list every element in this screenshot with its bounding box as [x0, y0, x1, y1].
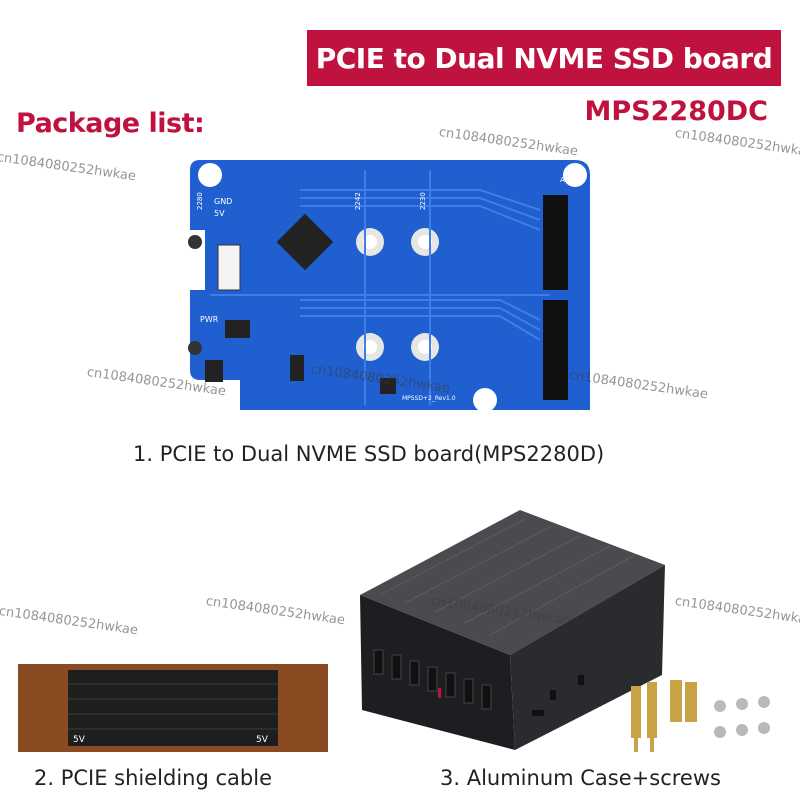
silk-version: MPSSD+2_Rev1.0 [402, 395, 456, 402]
item-caption-cable: 2. PCIE shielding cable [34, 766, 272, 790]
ssd-board-image: GND 5V PWR ACT 2280 2242 2230 MPSSD+2_Re… [188, 160, 590, 412]
silk-2242: 2242 [354, 192, 362, 210]
watermark: cn1084080252hwkae [204, 594, 346, 629]
cable-label-right: 5V [256, 735, 269, 745]
silk-gnd: GND [214, 197, 232, 206]
aluminum-case-image [360, 510, 665, 750]
silk-2280: 2280 [196, 192, 204, 210]
item-caption-case: 3. Aluminum Case+screws [440, 766, 721, 790]
watermark: cn1084080252hwkae [673, 594, 800, 629]
package-list-label: Package list: [16, 108, 205, 139]
silk-pwr: PWR [200, 315, 219, 324]
cable-label-left: 5V [73, 735, 86, 745]
watermark: cn1084080252hwkae [0, 604, 139, 639]
watermark: cn1084080252hwkae [0, 150, 137, 185]
silk-act: ACT [560, 176, 575, 184]
standoffs-and-screws-image [631, 680, 770, 752]
product-title-banner: PCIE to Dual NVME SSD board [307, 30, 781, 86]
shielding-cable-image: 5V 5V [18, 664, 328, 752]
silk-2230: 2230 [419, 192, 427, 210]
watermark: cn1084080252hwkae [673, 126, 800, 161]
model-number: MPS2280DC [584, 96, 768, 127]
silk-5v: 5V [214, 209, 225, 218]
item-caption-board: 1. PCIE to Dual NVME SSD board(MPS2280D) [133, 442, 605, 466]
product-title: PCIE to Dual NVME SSD board [315, 41, 773, 75]
